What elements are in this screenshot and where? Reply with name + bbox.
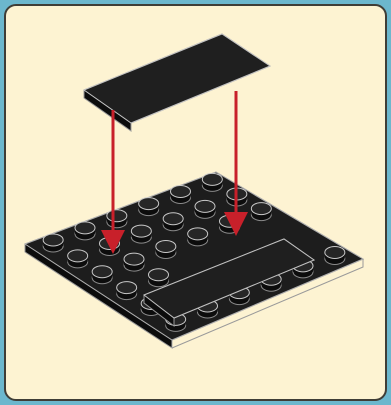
floating-tile-top — [84, 34, 270, 123]
stud — [124, 253, 144, 271]
assembly-diagram — [6, 6, 387, 401]
stud — [202, 173, 222, 191]
stud — [100, 237, 120, 255]
stud — [149, 269, 169, 287]
stud — [163, 213, 183, 231]
stud — [195, 200, 215, 218]
stud — [75, 222, 95, 240]
stud — [188, 228, 208, 246]
stud — [131, 225, 151, 243]
stud — [92, 266, 112, 284]
stud — [325, 246, 345, 264]
stud — [139, 198, 159, 216]
stud — [107, 210, 127, 228]
stud — [171, 185, 191, 203]
stud — [68, 250, 88, 268]
stud — [43, 234, 63, 252]
stud — [156, 240, 176, 258]
stud — [251, 203, 271, 221]
stud — [117, 282, 137, 300]
instruction-panel — [4, 4, 387, 401]
